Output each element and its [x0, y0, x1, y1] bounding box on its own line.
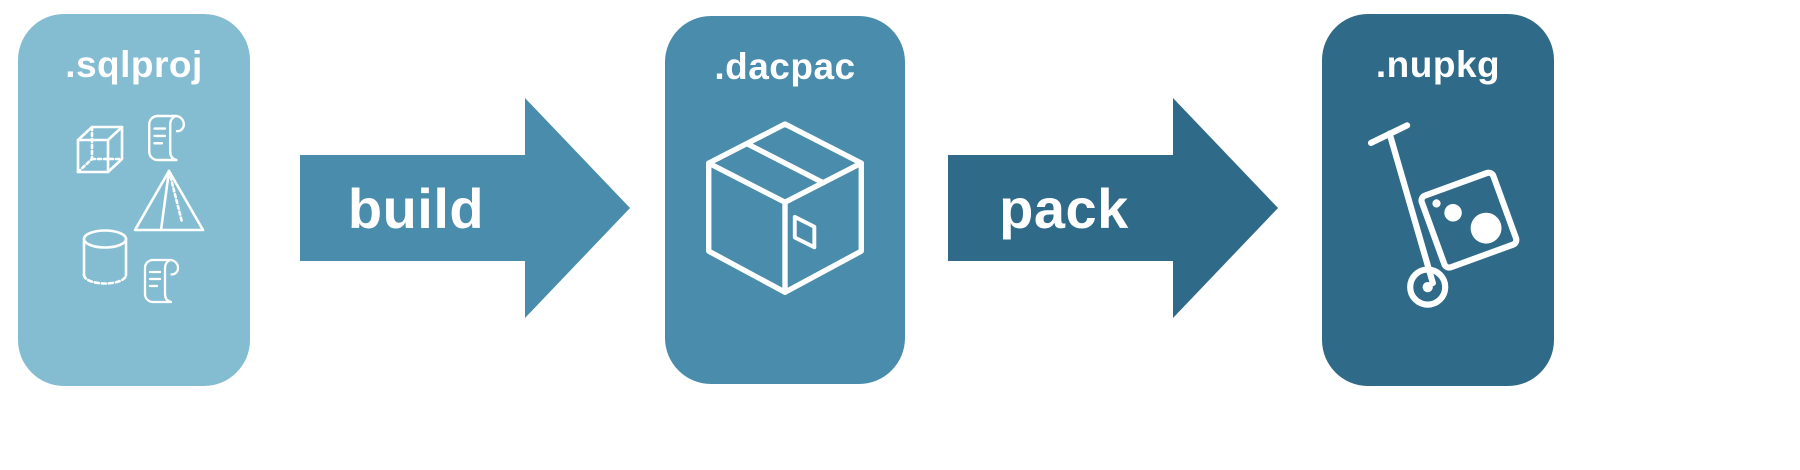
node-nupkg: .nupkg: [1322, 14, 1554, 386]
arrow-build-shape: [300, 98, 630, 318]
hand-truck-icon: [1350, 112, 1526, 318]
arrow-pack-label: pack: [999, 176, 1129, 240]
pyramid-icon: [130, 166, 208, 240]
arrow-pack-shape: [948, 98, 1278, 318]
arrow-build-label: build: [347, 176, 485, 240]
nuget-package-icon: [1418, 169, 1520, 271]
database-cylinder-icon: [76, 226, 134, 292]
package-box-icon: [697, 116, 873, 312]
arrow-build: build: [300, 98, 630, 318]
node-dacpac-label: .dacpac: [714, 46, 856, 87]
node-nupkg-label: .nupkg: [1375, 44, 1501, 85]
cube-icon: [70, 118, 136, 186]
script-scroll-icon: [144, 110, 188, 166]
script-scroll-icon: [140, 254, 182, 308]
arrow-pack: pack: [948, 98, 1278, 318]
node-dacpac: .dacpac: [665, 16, 905, 384]
node-sqlproj: .sqlproj: [18, 14, 250, 386]
node-sqlproj-label: .sqlproj: [65, 44, 203, 85]
